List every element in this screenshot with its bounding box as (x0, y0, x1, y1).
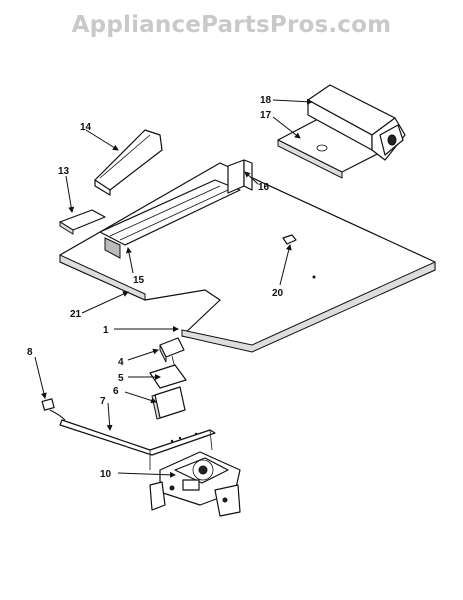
callout-14: 14 (80, 122, 92, 133)
connector-part-8 (41, 398, 66, 421)
callout-16: 16 (258, 182, 270, 193)
callout-20: 20 (272, 288, 284, 299)
callout-1: 1 (103, 325, 109, 336)
watermark-text: AppliancePartsPros.com (71, 12, 392, 38)
latch-assembly-part-10 (149, 451, 241, 517)
blower-part-18 (307, 84, 406, 161)
top-plate-part (59, 162, 436, 353)
callout-4: 4 (118, 357, 124, 368)
fastener-part-20 (282, 234, 316, 279)
channel-part-15 (99, 179, 241, 259)
clip-part-13 (59, 209, 106, 235)
bracket-part-16 (227, 159, 253, 194)
callout-15: 15 (133, 275, 145, 286)
callout-18: 18 (260, 95, 272, 106)
callout-8: 8 (27, 347, 33, 358)
callout-7: 7 (100, 396, 106, 407)
cover-part-6 (151, 386, 186, 420)
switch-part-4 (159, 337, 185, 373)
callout-13: 13 (58, 166, 70, 177)
leader-lines (34, 98, 313, 478)
duct-part-14 (94, 129, 163, 196)
callout-17: 17 (260, 110, 272, 121)
rod-part-7 (59, 419, 216, 470)
insulator-part-5 (149, 364, 187, 389)
callout-21: 21 (70, 309, 82, 320)
callout-labels: 14 13 15 16 17 18 20 21 1 4 5 6 7 8 10 (27, 95, 284, 480)
callout-5: 5 (118, 373, 124, 384)
callout-10: 10 (100, 469, 112, 480)
mounting-plate-part-17 (277, 117, 386, 179)
callout-6: 6 (113, 386, 119, 397)
